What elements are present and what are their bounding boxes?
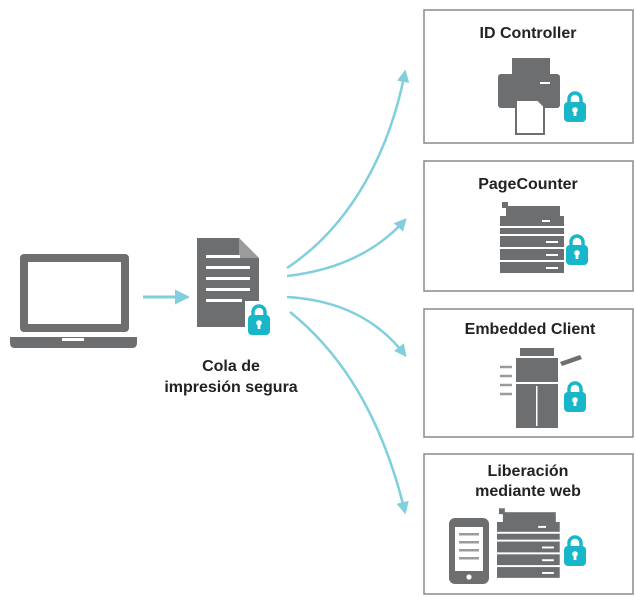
large-mfp-icon xyxy=(500,348,582,428)
destination-title: ID Controller xyxy=(480,25,577,42)
padlock-icon xyxy=(245,301,273,339)
arrow-to-pagecounter xyxy=(286,218,407,278)
destination-pagecounter: PageCounter xyxy=(423,160,634,292)
queue-label-line1: Cola de xyxy=(202,358,260,375)
arrow-to-embedded-client xyxy=(286,295,407,357)
copier-icon xyxy=(497,508,560,578)
queue-label-line2: impresión segura xyxy=(164,379,297,396)
laptop-icon xyxy=(10,254,137,348)
printer-icon xyxy=(498,58,560,135)
copier-icon xyxy=(500,202,564,273)
destination-title: PageCounter xyxy=(478,176,578,193)
destination-web-release: Liberación mediante web xyxy=(423,453,634,595)
arrow-to-id-controller xyxy=(286,69,410,270)
destination-id-controller: ID Controller xyxy=(423,9,634,144)
destination-embedded-client: Embedded Client xyxy=(423,308,634,438)
destination-title-line1: Liberación xyxy=(488,463,569,480)
document-icon xyxy=(197,238,259,327)
phone-icon xyxy=(449,518,489,584)
arrow-to-web-release xyxy=(289,311,409,515)
destination-title-line2: mediante web xyxy=(475,483,581,500)
destination-title: Embedded Client xyxy=(465,321,596,338)
distribution-arrows xyxy=(286,69,410,515)
